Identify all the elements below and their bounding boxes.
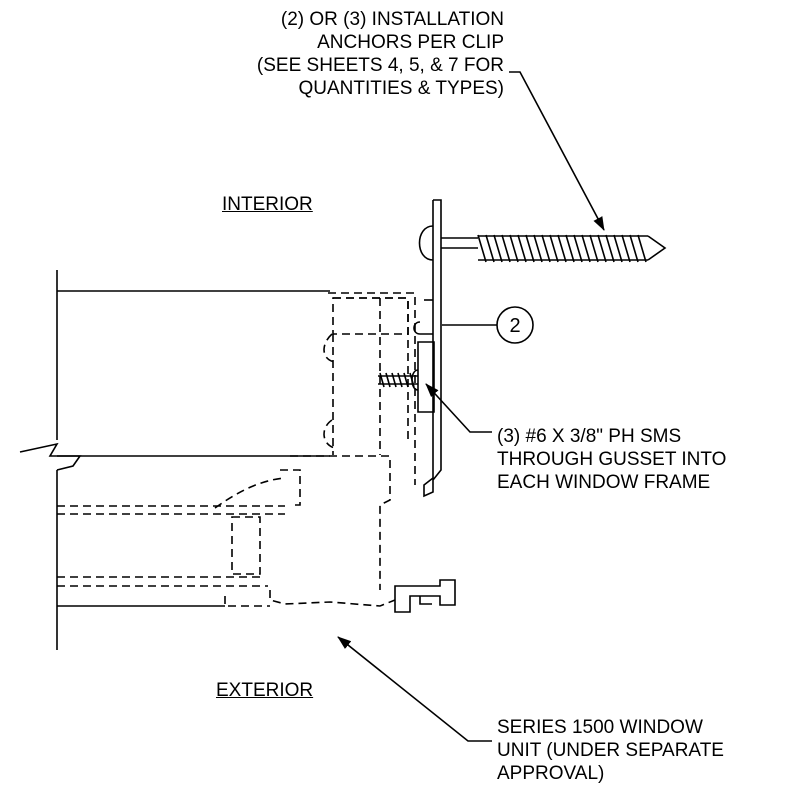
- screw-note-line-2: THROUGH GUSSET INTO: [497, 449, 727, 470]
- installation-anchor: [418, 225, 667, 263]
- anchor-leader: [509, 71, 605, 231]
- window-note-line-3: APPROVAL): [497, 763, 605, 784]
- window-sill-layers: [57, 477, 286, 587]
- window-note: SERIES 1500 WINDOW UNIT (UNDER SEPARATE …: [497, 716, 724, 785]
- screw-leader: [425, 383, 492, 433]
- window-frame-profile: [224, 292, 416, 607]
- sill-nose-profile: [394, 579, 456, 613]
- anchor-note-line-1: (2) OR (3) INSTALLATION: [280, 9, 504, 30]
- screw-note-line-1: (3) #6 X 3/8" PH SMS: [497, 426, 682, 447]
- anchor-note-line-4: QUANTITIES & TYPES): [298, 78, 504, 99]
- screw-note: (3) #6 X 3/8" PH SMS THROUGH GUSSET INTO…: [497, 425, 726, 494]
- anchor-note: (2) OR (3) INSTALLATION ANCHORS PER CLIP…: [200, 8, 504, 100]
- window-leader: [337, 636, 492, 742]
- sms-screw: [378, 369, 419, 391]
- anchor-note-line-2: ANCHORS PER CLIP: [317, 32, 504, 53]
- window-note-line-1: SERIES 1500 WINDOW: [497, 717, 703, 738]
- mounting-clip: [413, 199, 442, 498]
- window-note-line-2: UNIT (UNDER SEPARATE: [497, 740, 724, 761]
- wall-substrate: [19, 270, 330, 650]
- callout-circle-2: [496, 306, 534, 344]
- exterior-label: EXTERIOR: [216, 680, 314, 701]
- anchor-note-line-3: (SEE SHEETS 4, 5, & 7 FOR: [256, 55, 504, 76]
- screw-note-line-3: EACH WINDOW FRAME: [497, 472, 711, 493]
- interior-label: INTERIOR: [222, 194, 313, 215]
- callout-number: 2: [509, 315, 520, 337]
